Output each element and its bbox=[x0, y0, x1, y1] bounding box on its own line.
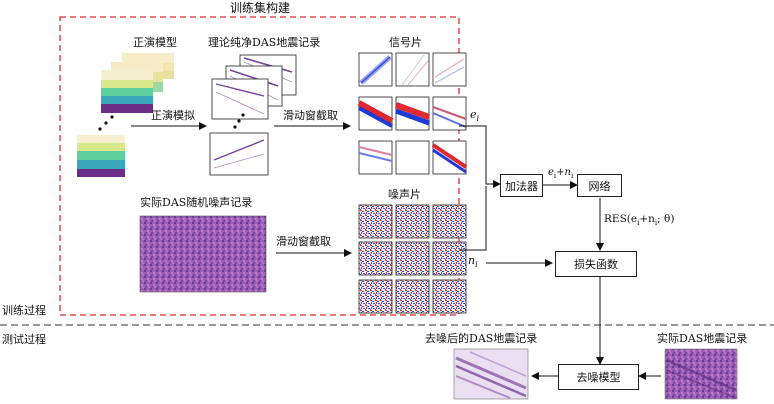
signal-patches-label: 信号片 bbox=[389, 36, 422, 49]
sliding-window-label-1: 滑动窗截取 bbox=[283, 109, 338, 122]
signal-patch bbox=[358, 52, 393, 87]
real-das-image bbox=[664, 348, 738, 400]
ellipsis-dot bbox=[237, 119, 241, 123]
pure-das-bottom bbox=[209, 132, 269, 176]
noise-patch bbox=[358, 241, 393, 276]
signal-patch bbox=[358, 140, 393, 175]
noise-patch bbox=[395, 204, 430, 239]
signal-patch bbox=[395, 140, 430, 175]
training-set-frame bbox=[59, 16, 460, 316]
signal-patch bbox=[395, 52, 430, 87]
res-label: RES(ei+ni; θ) bbox=[604, 213, 675, 228]
forward-model-bottom bbox=[77, 135, 125, 177]
e-i-connector bbox=[459, 125, 501, 188]
real-noise-label: 实际DAS随机噪声记录 bbox=[140, 196, 253, 209]
adder-box: 加法器 bbox=[500, 174, 543, 197]
forward-model-label: 正演模型 bbox=[133, 36, 177, 49]
real-noise-image bbox=[139, 215, 267, 293]
signal-patches bbox=[357, 52, 468, 175]
loss-function-box: 损失函数 bbox=[555, 251, 637, 277]
noise-patch bbox=[358, 204, 393, 239]
ellipsis-dot bbox=[241, 113, 245, 117]
denoise-model-box: 去噪模型 bbox=[558, 364, 639, 390]
ellipsis-dot bbox=[233, 125, 237, 129]
forward-modeling-label: 正演模拟 bbox=[151, 109, 195, 122]
forward-model-stack bbox=[101, 53, 174, 113]
training-process-label: 训练过程 bbox=[2, 304, 46, 317]
signal-patch bbox=[357, 96, 394, 131]
signal-patch bbox=[394, 96, 431, 131]
denoised-das-image bbox=[453, 348, 529, 400]
ellipsis-dot bbox=[104, 121, 108, 125]
noise-patches-label: 噪声片 bbox=[388, 188, 421, 201]
noise-patch bbox=[395, 279, 430, 314]
pure-das-label: 理论纯净DAS地震记录 bbox=[208, 36, 321, 49]
noise-patch bbox=[358, 279, 393, 314]
testing-process-label: 测试过程 bbox=[2, 333, 46, 346]
pure-das-stack bbox=[211, 54, 297, 120]
noise-patch bbox=[432, 241, 467, 276]
ellipsis-dot bbox=[110, 115, 114, 119]
noise-patch bbox=[395, 241, 430, 276]
noise-patch bbox=[432, 279, 467, 314]
ellipsis-dot bbox=[98, 127, 102, 131]
noise-patches bbox=[358, 204, 467, 314]
sum-label: ei+ni bbox=[548, 167, 574, 180]
n-i-to-adder bbox=[459, 186, 487, 251]
sliding-window-label-2: 滑动窗截取 bbox=[276, 235, 331, 248]
real-das-label: 实际DAS地震记录 bbox=[657, 332, 748, 345]
noise-patch bbox=[432, 204, 467, 239]
e-i-label: ei bbox=[470, 108, 480, 124]
section-title-training-set: 训练集构建 bbox=[230, 1, 291, 15]
n-i-label: ni bbox=[468, 254, 478, 270]
denoised-das-label: 去噪后的DAS地震记录 bbox=[425, 332, 538, 345]
signal-patch bbox=[432, 96, 467, 131]
signal-patch bbox=[431, 140, 468, 175]
network-box: 网络 bbox=[577, 174, 622, 197]
signal-patch bbox=[432, 52, 467, 87]
